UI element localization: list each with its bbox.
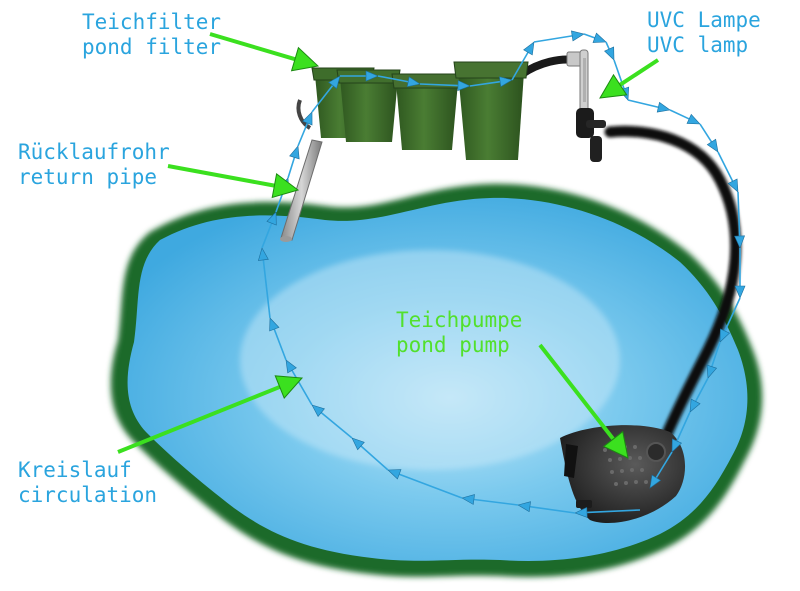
label-uvc-lamp-de: UVC Lampe [647,8,761,33]
pointer-uvc-lamp-shaft [620,60,658,85]
flow-arrowhead [290,146,300,159]
uvc-lamp-icon [567,50,606,162]
label-circulation-en: circulation [18,483,157,508]
label-return-pipe-en: return pipe [18,165,170,190]
label-uvc-lamp-en: UVC lamp [647,33,761,58]
label-return-pipe-de: Rücklaufrohr [18,140,170,165]
flow-arrowhead [687,114,700,124]
flow-arrowhead [707,139,718,152]
flow-arrowhead [593,33,606,42]
label-return-pipe: Rücklaufrohr return pipe [18,140,170,190]
flow-arrowhead [524,42,534,55]
flow-arrowhead [657,102,670,112]
label-pond-filter: Teichfilter pond filter [82,10,221,60]
filter-bucket-icon [454,62,528,160]
pond-filter [298,62,528,160]
flow-arrow-segment [584,34,595,38]
flow-arrow-segment [534,36,572,42]
flow-arrow-segment [288,157,294,178]
pointer-pond-filter-shaft [210,34,295,59]
label-pond-pump-en: pond pump [396,333,522,358]
pond [111,184,762,577]
flow-arrowhead [735,286,745,298]
label-pond-filter-de: Teichfilter [82,10,221,35]
label-pond-pump-de: Teichpumpe [396,308,522,333]
label-pond-pump: Teichpumpe pond pump [396,308,522,358]
flow-arrow-segment [628,100,658,107]
label-uvc-lamp: UVC Lampe UVC lamp [647,8,761,58]
label-pond-filter-en: pond filter [82,35,221,60]
flow-arrow-segment [298,123,307,146]
label-circulation: Kreislauf circulation [18,458,157,508]
pointer-pond-filter-head [292,48,318,71]
flow-arrowhead [571,31,584,41]
filter-bucket-icon [337,70,400,142]
label-circulation-de: Kreislauf [18,458,157,483]
flow-arrow-segment [700,124,712,142]
flow-arrow-segment [606,42,609,49]
flow-arrowhead [605,47,614,60]
flow-arrow-segment [670,110,689,119]
pointer-return-pipe-head [272,174,298,198]
pointer-return-pipe-shaft [168,166,274,186]
